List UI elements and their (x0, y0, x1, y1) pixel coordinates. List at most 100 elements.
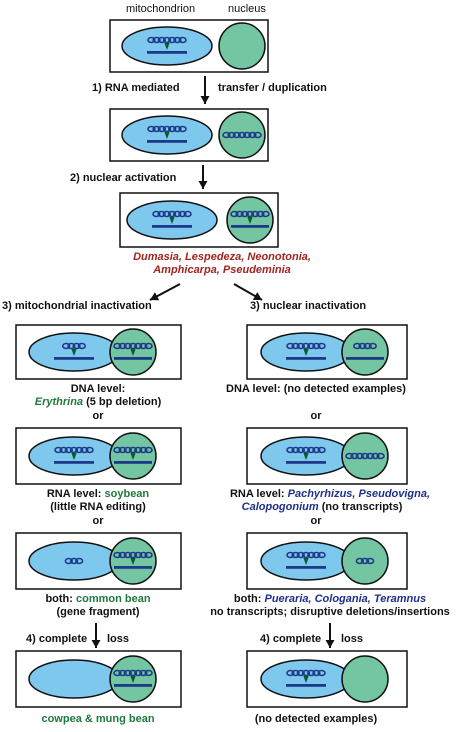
gene-coil-loop (312, 669, 321, 677)
gene-coil-loop (162, 125, 172, 133)
gene-bar (147, 51, 187, 54)
mitochondrion-shape (28, 659, 120, 699)
gene-coil-loop (118, 342, 127, 350)
arrow-head (252, 292, 262, 300)
gene-coil-loop (162, 210, 172, 218)
gene-coil-loop (251, 210, 260, 218)
step3-nuclear-label: 3) nuclear inactivation (250, 300, 367, 312)
gene-coil-loop (173, 36, 182, 44)
promoter-mark (130, 558, 136, 565)
arrow-to-mito-inact (149, 283, 181, 301)
gene-bar (114, 684, 152, 687)
promoter-mark (164, 43, 170, 50)
arrow-head (91, 640, 101, 648)
gene-coil-loop (74, 446, 84, 454)
arrow-right-loss (325, 623, 335, 648)
gene-coil-loop (230, 210, 239, 218)
gene-bar (346, 357, 384, 360)
gene-bar (286, 684, 326, 687)
left-or-1: or (92, 410, 104, 422)
arrow-head (150, 292, 160, 301)
gene-coil-loop (144, 446, 153, 454)
activation-species-line1: Dumasia, Lespedeza, Neonotonia, (133, 251, 311, 263)
arrow-step1 (200, 76, 210, 104)
gene-coil-loop (312, 342, 321, 350)
gene-bar (54, 461, 94, 464)
right-rna-line2: Calopogonium (no transcripts) (242, 501, 403, 514)
left-both-detail: (gene fragment) (56, 606, 140, 618)
gene-coil-loop (376, 452, 385, 460)
gene-coil-loop (139, 446, 148, 454)
gene-coil-loop (245, 210, 255, 218)
nucleus-shape (218, 22, 266, 70)
gene-coil-loop (72, 342, 81, 350)
gene-coil-loop (139, 342, 148, 350)
gene-coil-loop (307, 342, 316, 350)
left-dna-line: Erythrina (5 bp deletion) (35, 396, 162, 409)
gene-coil-loop (301, 342, 311, 350)
promoter-mark (303, 676, 309, 683)
gene-coil-loop (296, 669, 305, 677)
gene-bar (231, 225, 269, 228)
right-rna-species1: Pachyrhizus, Pseudovigna, (287, 488, 431, 500)
gene-coil-loop (134, 342, 143, 350)
gene-coil-loop (152, 125, 161, 133)
step1-transfer-label: transfer / duplication (218, 82, 327, 94)
gene-coil-loop (173, 210, 182, 218)
nucleus-shape (218, 111, 266, 159)
gene-coil-loop (360, 557, 370, 565)
step1-label: 1) RNA mediated (92, 82, 180, 94)
gene-coil-loop (291, 446, 300, 454)
promoter-mark (130, 349, 136, 356)
gene-coil-loop (366, 557, 375, 565)
gene-coil-loop (80, 446, 89, 454)
gene-coil-loop (286, 551, 295, 559)
cell-initial (109, 19, 269, 73)
gene-coil-loop (363, 342, 372, 350)
cell-nuclear-activation (119, 192, 279, 248)
gene-coil-loop (168, 125, 177, 133)
gene-coil-loop (118, 669, 127, 677)
gene-coil-loop (358, 342, 367, 350)
gene-coil-loop (168, 36, 177, 44)
arrow-head (325, 640, 335, 648)
left-both-prefix: both: (45, 593, 76, 605)
gene-coil-loop (67, 342, 76, 350)
right-rna-line: RNA level: Pachyrhizus, Pseudovigna, (230, 488, 430, 501)
gene-coil-loop (178, 36, 187, 44)
gene-coil-loop (157, 125, 167, 133)
gene-bar (114, 357, 152, 360)
nucleus-shape (341, 328, 389, 376)
arrow-head (198, 181, 208, 189)
gene-coil-loop (307, 669, 316, 677)
gene-coil-loop (113, 342, 122, 350)
gene-coil-loop (144, 669, 153, 677)
gene-coil-loop (353, 342, 362, 350)
arrow-to-nuc-inact (233, 283, 263, 301)
gene-bar (152, 225, 192, 228)
gene-coil-loop (240, 210, 250, 218)
gene-bar (286, 461, 326, 464)
step4-right-loss: loss (341, 633, 364, 645)
right-rna-species2: Calopogonium (241, 501, 319, 513)
gene-bar (147, 140, 187, 143)
gene-coil-loop (312, 446, 321, 454)
gene-coil-loop (317, 446, 326, 454)
gene-coil-loop (69, 446, 79, 454)
gene-coil-loop (355, 557, 364, 565)
promoter-mark (303, 453, 309, 460)
gene-coil-loop (134, 669, 143, 677)
cell-mito-loss (15, 650, 182, 708)
gene-bar (286, 566, 326, 569)
gene-coil-loop (69, 557, 79, 565)
gene-coil-loop (261, 210, 270, 218)
promoter-mark (71, 349, 77, 356)
right-final-text: (no detected examples) (254, 713, 378, 725)
gene-coil-loop (118, 551, 127, 559)
mitochondrion-shape (28, 541, 120, 581)
gene-coil-loop (368, 342, 377, 350)
gene-coil-loop (301, 669, 311, 677)
promoter-mark (303, 558, 309, 565)
step4-left-loss: loss (107, 633, 130, 645)
gene-coil-loop (286, 669, 295, 677)
